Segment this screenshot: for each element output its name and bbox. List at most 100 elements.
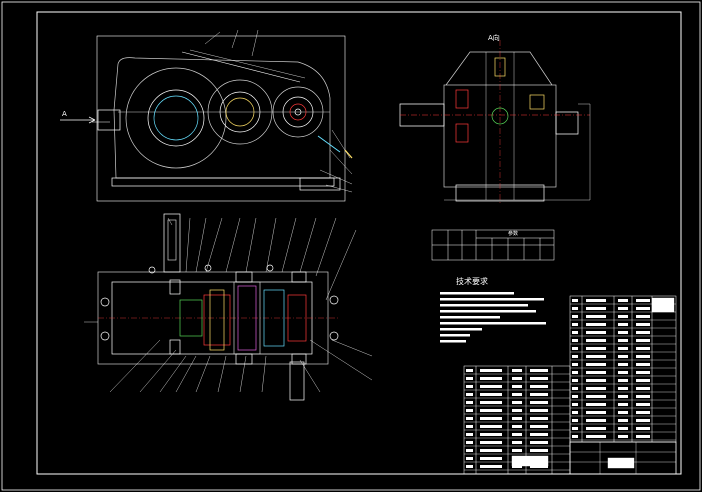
- parts-list-cell-text: [572, 355, 578, 358]
- parts-list-cell-text: [466, 449, 473, 452]
- parts-list-cell-text: [572, 395, 578, 398]
- parts-list-cell-text: [636, 315, 650, 318]
- parts-list-cell-text: [572, 419, 578, 422]
- inner-frame: [36, 11, 682, 475]
- parts-list-cell-text: [618, 315, 628, 318]
- tech-requirements: [440, 292, 546, 343]
- parts-list-cell-text: [618, 347, 628, 350]
- parts-list-cell-text: [480, 433, 502, 436]
- parts-list: [463, 295, 677, 475]
- parts-list-cell-text: [466, 369, 473, 372]
- side-view: [399, 40, 591, 205]
- view-a-arrow-label: A: [62, 110, 67, 118]
- parts-list-cell-text: [636, 411, 650, 414]
- parts-list-cell-text: [512, 369, 522, 372]
- parts-list-cell-text: [636, 403, 650, 406]
- parts-list-cell-text: [512, 393, 522, 396]
- parts-list-cell-text: [586, 339, 606, 342]
- side-view-label: A向: [488, 34, 500, 42]
- parts-list-cell-text: [512, 385, 522, 388]
- front-view: [60, 29, 353, 202]
- title-block-details: [511, 297, 676, 474]
- parts-list-cell-text: [618, 323, 628, 326]
- parts-list-cell-text: [618, 387, 628, 390]
- parts-list-cell-text: [618, 339, 628, 342]
- tech-requirements-title: 技术要求: [456, 277, 488, 286]
- parts-list-cell-text: [466, 401, 473, 404]
- parts-list-cell-text: [636, 371, 650, 374]
- parts-list-cell-text: [480, 393, 502, 396]
- parts-list-cell-text: [512, 425, 522, 428]
- parts-list-cell-text: [618, 395, 628, 398]
- parts-list-cell-text: [636, 307, 650, 310]
- parts-list-cell-text: [636, 435, 650, 438]
- parts-list-cell-text: [530, 441, 548, 444]
- parts-list-cell-text: [636, 299, 650, 302]
- parts-list-cell-text: [572, 323, 578, 326]
- parts-list-cell-text: [618, 403, 628, 406]
- parts-list-cell-text: [572, 403, 578, 406]
- parts-list-rows: [464, 299, 676, 471]
- parts-list-cell-text: [480, 425, 502, 428]
- parts-list-cell-text: [466, 465, 473, 468]
- parts-list-cell-text: [636, 379, 650, 382]
- parts-list-cell-text: [572, 307, 578, 310]
- parts-list-cell-text: [586, 379, 606, 382]
- parts-list-cell-text: [586, 323, 606, 326]
- parts-list-cell-text: [586, 411, 606, 414]
- parts-list-cell-text: [586, 355, 606, 358]
- parts-list-cell-text: [512, 441, 522, 444]
- parts-list-cell-text: [572, 331, 578, 334]
- parts-list-cell-text: [572, 347, 578, 350]
- param-table-header: 参数: [508, 231, 519, 237]
- parts-list-cell-text: [618, 355, 628, 358]
- parts-list-cell-text: [572, 379, 578, 382]
- parts-list-cell-text: [530, 449, 548, 452]
- parts-list-cell-text: [572, 339, 578, 342]
- parts-list-cell-text: [586, 371, 606, 374]
- parts-list-cell-text: [466, 417, 473, 420]
- parts-list-cell-text: [618, 435, 628, 438]
- parts-list-cell-text: [636, 347, 650, 350]
- parts-list-cell-text: [572, 315, 578, 318]
- parts-list-cell-text: [512, 409, 522, 412]
- parts-list-cell-text: [530, 409, 548, 412]
- parts-list-cell-text: [618, 411, 628, 414]
- parts-list-cell-text: [618, 371, 628, 374]
- parts-list-cell-text: [636, 363, 650, 366]
- parts-list-cell-text: [480, 457, 502, 460]
- parts-list-cell-text: [466, 441, 473, 444]
- parts-list-cell-text: [636, 387, 650, 390]
- parts-list-cell-text: [618, 331, 628, 334]
- parts-list-cell-text: [512, 449, 522, 452]
- parts-list-cell-text: [480, 417, 502, 420]
- parts-list-cell-text: [586, 299, 606, 302]
- parts-list-cell-text: [530, 417, 548, 420]
- parts-list-cell-text: [512, 377, 522, 380]
- parts-list-cell-text: [480, 441, 502, 444]
- parts-list-cell-text: [466, 385, 473, 388]
- parts-list-cell-text: [466, 409, 473, 412]
- parts-list-cell-text: [586, 395, 606, 398]
- parts-list-cell-text: [572, 363, 578, 366]
- parts-list-cell-text: [530, 393, 548, 396]
- parts-list-cell-text: [572, 387, 578, 390]
- parts-list-cell-text: [618, 419, 628, 422]
- parts-list-cell-text: [636, 331, 650, 334]
- parts-list-cell-text: [572, 371, 578, 374]
- parts-list-cell-text: [480, 465, 502, 468]
- parts-list-cell-text: [586, 427, 606, 430]
- parts-list-cell-text: [530, 385, 548, 388]
- parts-list-cell-text: [530, 401, 548, 404]
- parts-list-cell-text: [636, 427, 650, 430]
- section-view: [84, 213, 373, 401]
- parts-list-cell-text: [586, 403, 606, 406]
- parts-list-cell-text: [636, 339, 650, 342]
- parts-list-cell-text: [480, 377, 502, 380]
- parts-list-cell-text: [636, 395, 650, 398]
- parts-list-cell-text: [586, 387, 606, 390]
- parts-list-cell-text: [512, 433, 522, 436]
- parts-list-cell-text: [466, 425, 473, 428]
